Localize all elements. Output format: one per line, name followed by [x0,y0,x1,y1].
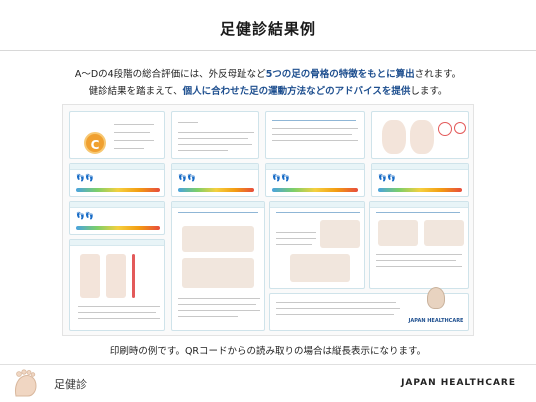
intro-line-1-emphasis: 5つの足の骨格の特徴をもとに算出 [265,69,415,80]
report-caption: 印刷時の例です。QRコードからの読み取りの場合は縦長表示になります。 [109,346,427,357]
intro-line-2-a: 健診結果を踏まえて、 [88,86,183,97]
sample-report-image: C 👣 👣 👣 👣 👣 👣 [62,104,474,336]
report-metric-card-1: 👣 👣 [69,163,165,197]
intro-line-2-c: します。 [410,86,448,97]
report-evaluation-card [171,111,259,159]
doctor-avatar [427,287,445,309]
report-metric-card-5: 👣 👣 [69,201,165,235]
footer-divider [0,364,536,365]
intro-line-2: 健診結果を踏まえて、個人に合わせた足の運動方法などのアドバイスを提供します。 [0,83,536,100]
report-stretch-card [269,201,365,289]
page-title: 足健診結果例 [219,20,316,38]
report-metric-card-2: 👣 👣 [171,163,259,197]
report-advice-card [265,111,365,159]
intro-line-1: A〜Dの4段階の総合評価には、外反母趾など5つの足の骨格の特徴をもとに算出されま… [0,66,536,83]
report-heel-card [369,201,469,289]
report-foot-illustration-card [371,111,469,159]
report-brand-label: JAPAN HEALTHCARE [408,318,464,324]
title-divider [0,50,536,51]
footer-service-name: 足健診 [54,378,87,391]
intro-line-1-a: A〜Dの4段階の総合評価には、外反母趾など [74,69,266,80]
report-metric-card-4: 👣 👣 [371,163,469,197]
foot-logo-icon [15,369,37,397]
report-overall-card: C [69,111,165,159]
footer-company-name: JAPAN HEALTHCARE [401,378,516,388]
report-leg-alignment-card [69,239,165,331]
intro-line-1-c: されます。 [414,69,462,80]
intro-line-2-emphasis: 個人に合わせた足の運動方法などのアドバイスを提供 [182,86,411,97]
report-exercise-card [171,201,265,331]
intro-text: A〜Dの4段階の総合評価には、外反母趾など5つの足の骨格の特徴をもとに算出されま… [0,66,536,100]
grade-badge: C [84,132,106,154]
report-metric-card-3: 👣 👣 [265,163,365,197]
